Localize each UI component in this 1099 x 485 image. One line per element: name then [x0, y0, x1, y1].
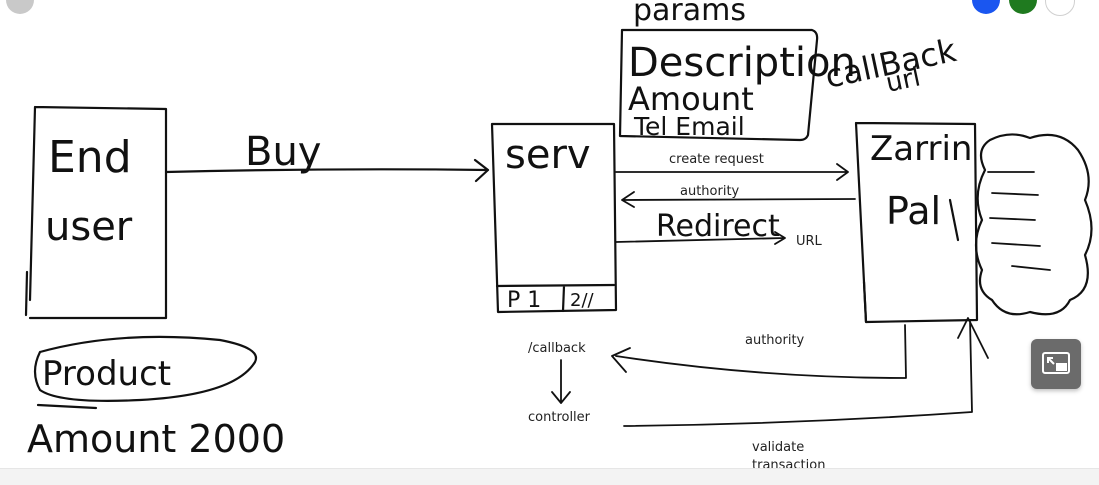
params-box [618, 28, 819, 142]
gateway-box [854, 121, 979, 324]
product-label: Product [42, 354, 171, 394]
buy-arrow [164, 158, 490, 183]
picture-in-picture-button[interactable] [1031, 339, 1081, 389]
server-bottom-left: P 1 [507, 288, 541, 313]
callback-url-line2: url [883, 62, 923, 98]
gateway-label-line1: Zarrin [870, 129, 972, 169]
end-user-label-line2: user [45, 204, 133, 250]
redirect-arrow [615, 231, 786, 245]
server-bottom-right: 2// [570, 290, 595, 311]
callback-to-controller-arrow [551, 359, 571, 404]
params-line1: Description [628, 40, 856, 86]
internet-cloud [974, 133, 1093, 316]
picture-in-picture-exit-icon [1042, 352, 1070, 374]
authority-callback-arrow [611, 324, 907, 379]
authority-top-label: authority [680, 184, 740, 199]
end-user-box [24, 105, 168, 320]
callback-route-label: /callback [528, 341, 586, 356]
end-user-label-line1: End [48, 132, 132, 183]
params-line3: Tel Email [633, 112, 745, 141]
product-ellipse [33, 335, 258, 402]
bottom-scroll-bar [0, 468, 1099, 485]
controller-label: controller [528, 410, 591, 425]
validate-transaction-arrow [623, 317, 989, 427]
params-line2: Amount [628, 80, 754, 118]
server-box [490, 122, 618, 314]
color-blue-swatch[interactable] [972, 0, 1000, 14]
authority-return-arrow [621, 191, 856, 208]
buy-label: Buy [245, 129, 321, 175]
color-green-swatch[interactable] [1009, 0, 1037, 14]
window-dot-gray [6, 0, 34, 14]
server-label: serv [505, 132, 591, 178]
create-request-arrow [615, 163, 849, 181]
url-label: URL [796, 234, 823, 249]
create-request-label: create request [669, 152, 764, 167]
authority-bottom-label: authority [745, 333, 805, 348]
amount-2000-label: Amount 2000 [27, 417, 285, 461]
params-label: params [633, 0, 746, 28]
gateway-label-line2: Pal [886, 189, 941, 233]
validate-label-line1: validate [752, 440, 804, 455]
